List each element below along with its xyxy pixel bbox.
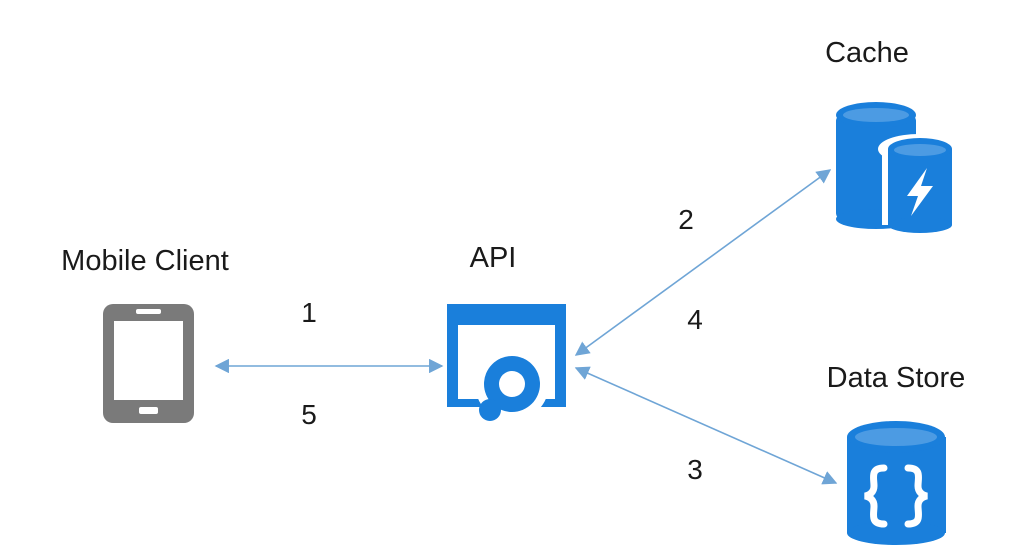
step-1-label: 1 — [301, 297, 317, 328]
mobile-client-label: Mobile Client — [61, 245, 229, 277]
cache-label: Cache — [825, 37, 909, 69]
mobile-phone-icon — [103, 304, 194, 423]
step-3-label: 3 — [687, 454, 703, 485]
data-store-label: Data Store — [827, 362, 966, 394]
step-2-label: 2 — [678, 204, 694, 235]
api-cache-connector — [574, 169, 832, 356]
api-label: API — [470, 242, 517, 274]
cache-database-icon — [836, 102, 960, 233]
data-store-database-icon — [847, 421, 946, 545]
api-datastore-connector — [574, 366, 838, 485]
api-app-icon — [447, 304, 566, 421]
step-5-label: 5 — [301, 399, 317, 430]
step-4-label: 4 — [687, 304, 703, 335]
